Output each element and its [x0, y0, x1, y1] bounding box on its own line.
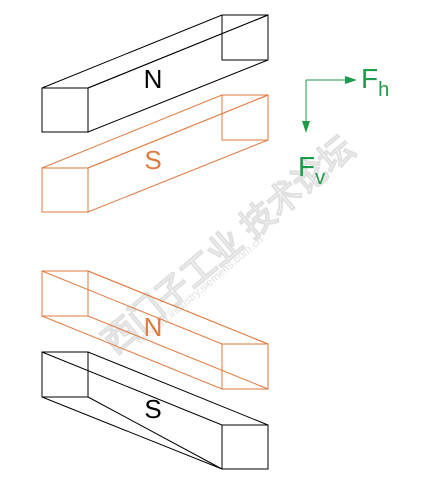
bar-label: N: [144, 64, 163, 94]
arrowhead-down-icon: [302, 121, 310, 133]
magnet-bar-bottom-n: N: [41, 270, 269, 390]
force-arrows: [302, 76, 357, 133]
force-letter: F: [361, 63, 378, 94]
magnet-bar-top-n: N: [41, 14, 269, 133]
magnet-bar-bottom-s: S: [41, 351, 269, 470]
force-label-vertical: Fv: [298, 151, 325, 189]
force-subscript: v: [315, 167, 325, 189]
watermark-cn: 西门子工业 技术论坛: [96, 129, 362, 361]
bar-label: S: [144, 145, 161, 175]
bar-label: S: [144, 394, 161, 424]
force-subscript: h: [378, 79, 389, 101]
force-label-horizontal: Fh: [361, 63, 389, 101]
magnet-bar-top-s: S: [41, 94, 269, 213]
watermark: 西门子工业 技术论坛 www.ad.industry.siemens.com.c…: [95, 129, 362, 362]
bar-label: N: [144, 312, 163, 342]
arrowhead-right-icon: [345, 76, 357, 84]
force-letter: F: [298, 151, 315, 182]
